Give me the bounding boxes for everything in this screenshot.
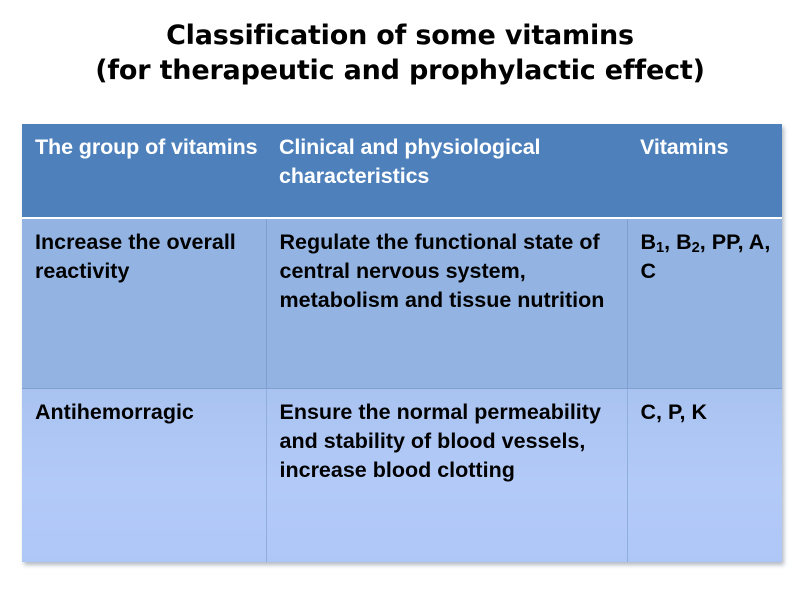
- page-title-line-2: (for therapeutic and prophylactic effect…: [95, 55, 705, 86]
- cell-characteristics-row-1: Regulate the functional state of central…: [266, 218, 628, 389]
- column-header-vitamins: Vitamins: [627, 124, 782, 219]
- vitamin-b2-subscript: 2: [691, 240, 700, 257]
- vitamin-list-suffix: , PP, A, C: [640, 230, 771, 283]
- cell-group-increase-overall-reactivity: Increase the overall reactivity: [22, 218, 267, 389]
- vitamin-b-prefix: B: [640, 230, 657, 254]
- cell-characteristics-row-2: Ensure the normal permeability and stabi…: [266, 388, 628, 562]
- cell-vitamins-row-2: C, P, K: [627, 388, 782, 562]
- cell-text: Increase the overall reactivity: [35, 230, 236, 283]
- table-header-row: The group of vitamins Clinical and physi…: [22, 124, 782, 219]
- column-header-clinical-characteristics: Clinical and physiological characteristi…: [266, 124, 627, 219]
- cell-text: Antihemorragic: [35, 399, 194, 424]
- cell-text: B1, B2, PP, A, C: [641, 228, 783, 286]
- page-title-line-1: Classification of some vitamins: [166, 20, 634, 51]
- cell-group-antihemorragic: Antihemorragic: [22, 388, 267, 562]
- vitamins-classification-table: The group of vitamins Clinical and physi…: [22, 124, 782, 562]
- page-title: Classification of some vitamins (for the…: [0, 18, 800, 88]
- table-row: Increase the overall reactivity Regulate…: [22, 218, 783, 389]
- cell-vitamins-row-1: B1, B2, PP, A, C: [627, 218, 783, 389]
- vitamin-b1-subscript: 1: [656, 240, 665, 257]
- cell-text: Ensure the normal permeability and stabi…: [279, 399, 601, 482]
- table-row: Antihemorragic Ensure the normal permeab…: [22, 388, 782, 562]
- cell-text: C, P, K: [640, 399, 708, 424]
- vitamin-separator: , B: [664, 230, 692, 254]
- cell-text: Regulate the functional state of central…: [279, 230, 605, 312]
- column-header-group-of-vitamins: The group of vitamins: [22, 124, 266, 219]
